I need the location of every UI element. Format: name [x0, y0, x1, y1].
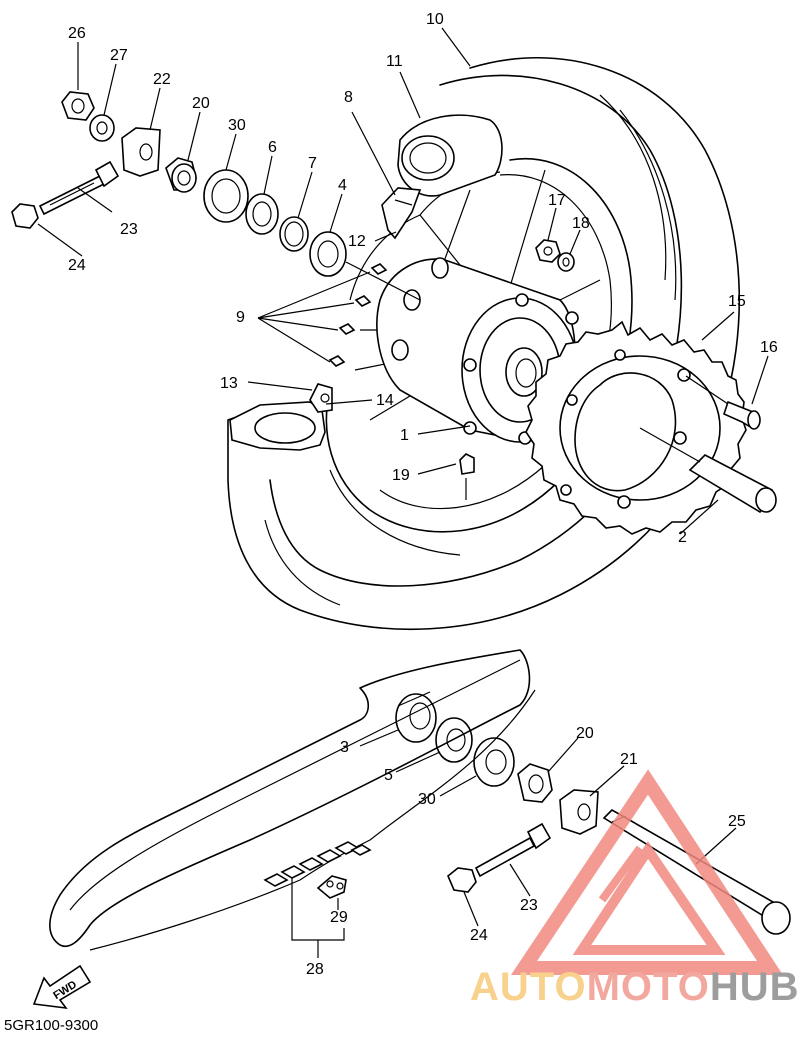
- callout-7: 7: [308, 155, 317, 172]
- callout-9: 9: [236, 309, 245, 326]
- sprocket-bolt: [685, 375, 761, 430]
- callout-3: 3: [340, 739, 349, 756]
- callout-8: 8: [344, 89, 353, 106]
- washer-upper: [89, 114, 115, 142]
- callout-5: 5: [384, 767, 393, 784]
- callout-11: 11: [386, 53, 403, 70]
- bearing-upper-b: [309, 231, 347, 277]
- callout-17: 17: [548, 192, 566, 209]
- callout-6: 6: [268, 139, 277, 156]
- balance-weight: [459, 453, 475, 500]
- watermark: AUTOMOTOHUB: [470, 769, 800, 1009]
- callout-22: 22: [153, 71, 171, 88]
- watermark-logo-icon: [510, 769, 783, 975]
- drawing-code: 5GR100-9300: [4, 1017, 98, 1034]
- upper-axle-parts: [11, 91, 421, 301]
- svg-text:AUTOMOTOHUB: AUTOMOTOHUB: [470, 965, 800, 1009]
- callout-28: 28: [306, 961, 324, 978]
- sprocket: [525, 320, 747, 535]
- callout-10: 10: [426, 11, 444, 28]
- circlip-upper: [279, 216, 309, 252]
- rear-axle: [602, 809, 791, 935]
- adjust-bolt-lower: [474, 822, 552, 878]
- fwd-arrow: FWD: [32, 964, 92, 1010]
- chain-links: [263, 841, 372, 887]
- collar-upper: [165, 157, 197, 193]
- bearing-upper-a: [245, 193, 279, 235]
- adjust-nut-lower: [447, 867, 477, 893]
- caliper-bracket: [229, 383, 333, 451]
- callout-24-upper: 24: [68, 257, 86, 274]
- watermark-moto: MOTO: [587, 965, 710, 1009]
- sprocket-nut: [535, 239, 561, 263]
- callout-30-upper: 30: [228, 117, 246, 134]
- callout-23-upper: 23: [120, 221, 138, 238]
- callout-16: 16: [760, 339, 778, 356]
- adjust-nut-upper: [11, 203, 39, 229]
- callout-1: 1: [400, 427, 409, 444]
- callout-24-lower: 24: [470, 927, 488, 944]
- master-link: [316, 875, 347, 899]
- callout-29: 29: [330, 909, 348, 926]
- chain-adjuster-upper: [121, 127, 161, 177]
- callout-27: 27: [110, 47, 128, 64]
- callout-23-lower: 23: [520, 897, 538, 914]
- callout-14: 14: [376, 392, 394, 409]
- callout-labels: 26 27 22 20 30 6 7 4 8 11 10 12 9 13 14 …: [68, 11, 778, 978]
- lower-axle-parts: [395, 691, 791, 935]
- tire: [227, 57, 741, 631]
- spoke-nipples: [328, 263, 388, 367]
- callout-20-lower: 20: [576, 725, 594, 742]
- callout-26: 26: [68, 25, 86, 42]
- bearing-lower: [395, 691, 437, 743]
- callout-20-upper: 20: [192, 95, 210, 112]
- collar: [639, 427, 777, 514]
- callout-2: 2: [678, 529, 687, 546]
- callout-21: 21: [620, 751, 638, 768]
- rim-band: [397, 114, 503, 197]
- axle-nut-upper: [61, 91, 95, 121]
- callout-4: 4: [338, 177, 347, 194]
- callout-18: 18: [572, 215, 590, 232]
- oil-seal-upper: [203, 169, 249, 223]
- callout-25: 25: [728, 813, 746, 830]
- adjust-bolt-upper: [38, 160, 120, 216]
- watermark-hub: HUB: [710, 965, 800, 1009]
- collar-lower: [517, 763, 553, 803]
- leader-lines: [37, 27, 769, 958]
- valve: [381, 187, 422, 240]
- callout-19: 19: [392, 467, 410, 484]
- callout-12: 12: [348, 233, 366, 250]
- callout-30-lower: 30: [418, 791, 436, 808]
- lock-washer: [557, 252, 575, 272]
- oil-seal-lower: [473, 737, 515, 787]
- watermark-auto: AUTO: [470, 965, 587, 1009]
- callout-15: 15: [728, 293, 746, 310]
- callout-13: 13: [220, 375, 238, 392]
- chain-adjuster-lower: [559, 789, 599, 835]
- spacer-lower: [435, 717, 473, 763]
